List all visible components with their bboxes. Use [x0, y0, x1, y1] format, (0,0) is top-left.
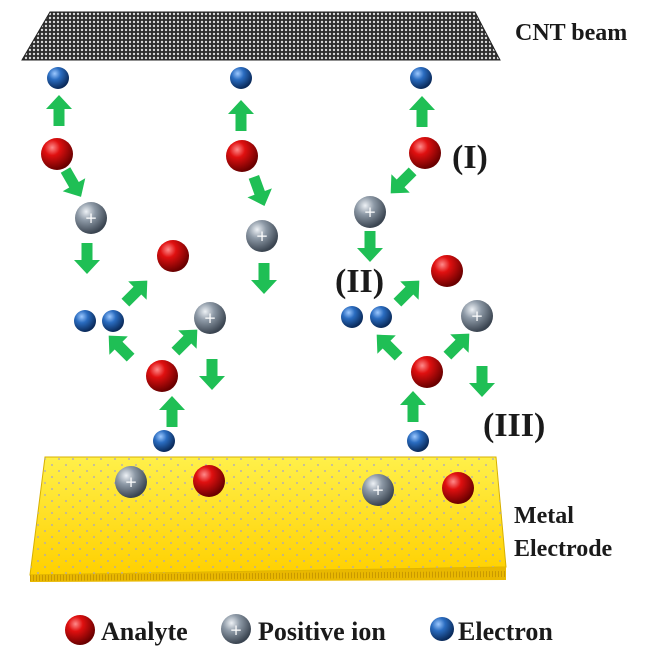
positive-ion-icon — [115, 466, 147, 498]
legend-positive-ion-icon — [221, 614, 251, 644]
plus-sign-icon: + — [204, 309, 217, 327]
green-arrow-icon — [400, 391, 426, 422]
legend-analyte-icon — [65, 615, 95, 645]
cnt-beam — [21, 11, 501, 61]
green-arrow-icon — [108, 335, 135, 362]
legend-plus-sign: + — [230, 621, 243, 639]
electrode-label-line1: Metal — [514, 503, 574, 529]
electron-icon — [74, 310, 96, 332]
analyte-icon — [41, 138, 73, 170]
legend-positive-ion-label: Positive ion — [258, 617, 386, 646]
green-arrow-icon — [393, 280, 420, 307]
green-arrow-icon — [199, 359, 225, 390]
analyte-icon — [157, 240, 189, 272]
electron-icon — [410, 67, 432, 89]
arrow-group — [46, 95, 495, 427]
positive-ion-icon — [461, 300, 493, 332]
electron-icon — [47, 67, 69, 89]
plus-sign-icon: + — [125, 473, 138, 491]
legend-analyte-label: Analyte — [101, 617, 188, 646]
legend-electron-icon — [430, 617, 454, 641]
positive-ion-icon — [75, 202, 107, 234]
green-arrow-icon — [46, 95, 72, 126]
metal-electrode — [29, 456, 507, 582]
electron-icon — [102, 310, 124, 332]
green-arrow-icon — [247, 175, 272, 207]
electrode-label-line2: Electrode — [514, 536, 613, 562]
legend-electron-label: Electron — [458, 617, 553, 646]
particle-group: + + + + + + + — [41, 67, 493, 506]
positive-ion-icon — [194, 302, 226, 334]
green-arrow-icon — [390, 167, 417, 194]
electron-icon — [370, 306, 392, 328]
green-arrow-icon — [469, 366, 495, 397]
plus-sign-icon: + — [85, 209, 98, 227]
analyte-icon — [409, 137, 441, 169]
electron-icon — [341, 306, 363, 328]
plus-sign-icon: + — [372, 481, 385, 499]
electron-icon — [153, 430, 175, 452]
analyte-icon — [411, 356, 443, 388]
analyte-icon — [193, 465, 225, 497]
green-arrow-icon — [228, 100, 254, 131]
legend: Analyte + Positive ion Electron — [65, 614, 553, 646]
electron-icon — [407, 430, 429, 452]
plus-sign-icon: + — [471, 307, 484, 325]
step-label-3: (III) — [483, 407, 545, 444]
green-arrow-icon — [251, 263, 277, 294]
green-arrow-icon — [409, 96, 435, 127]
analyte-icon — [226, 140, 258, 172]
step-label-2: (II) — [335, 263, 384, 300]
green-arrow-icon — [357, 231, 383, 262]
step-label-1: (I) — [452, 139, 488, 176]
analyte-icon — [146, 360, 178, 392]
plus-sign-icon: + — [256, 227, 269, 245]
analyte-icon — [431, 255, 463, 287]
positive-ion-icon — [246, 220, 278, 252]
electron-icon — [230, 67, 252, 89]
plus-sign-icon: + — [364, 203, 377, 221]
positive-ion-icon — [362, 474, 394, 506]
green-arrow-icon — [171, 329, 198, 356]
analyte-icon — [442, 472, 474, 504]
green-arrow-icon — [121, 280, 148, 307]
positive-ion-icon — [354, 196, 386, 228]
green-arrow-icon — [443, 333, 470, 360]
green-arrow-icon — [159, 396, 185, 427]
green-arrow-icon — [60, 167, 86, 197]
cnt-beam-label: CNT beam — [515, 20, 627, 46]
green-arrow-icon — [74, 243, 100, 274]
green-arrow-icon — [376, 334, 403, 361]
